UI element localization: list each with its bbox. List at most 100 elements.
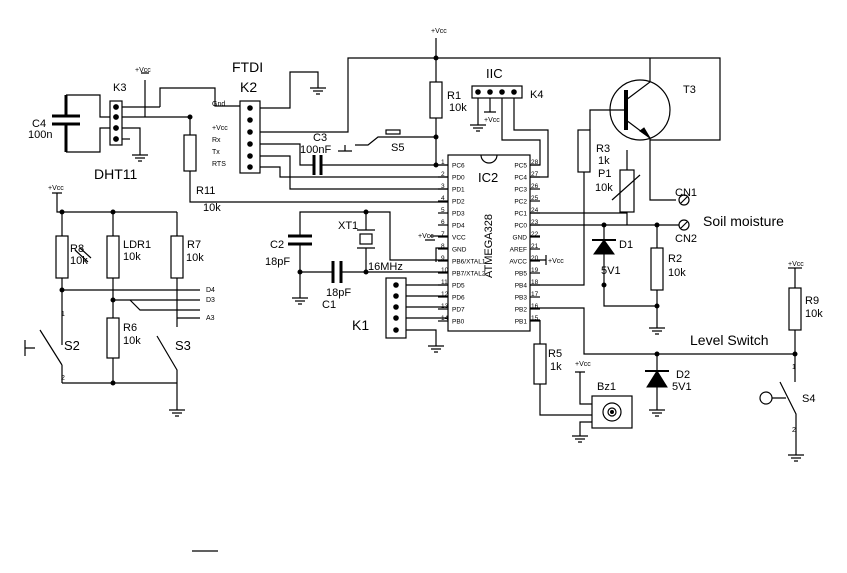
k2-pin-rts: RTS: [212, 161, 226, 168]
ic-left-pin-number: 7: [441, 231, 445, 238]
r7-resistor: [170, 235, 184, 279]
s5-switch: [338, 129, 436, 152]
ic-left-pin-name: PB7/XTAL2: [452, 271, 486, 278]
ic-left-pin-number: 5: [441, 207, 445, 214]
s4-pin1: 1: [792, 364, 796, 371]
ic-right-pin-name: AREF: [510, 247, 527, 254]
vcc-label-left: +Vcc: [48, 185, 64, 192]
r9-resistor: [788, 287, 802, 331]
ic-left-pin-name: PD2: [452, 199, 465, 206]
ic-right-pin-number: 23: [531, 219, 539, 226]
s2-label: S2: [64, 338, 80, 353]
r8-label: R8: [70, 243, 84, 255]
r2-resistor: [650, 247, 664, 291]
c3-label: C3: [313, 132, 327, 144]
ic-right-pin-number: 17: [531, 291, 539, 298]
r1-resistor: [429, 81, 443, 119]
xt1-label: XT1: [338, 220, 358, 232]
ic-left-pin-number: 11: [441, 279, 448, 286]
k2-pin-tx: Tx: [212, 149, 220, 156]
bz1-label: Bz1: [597, 381, 616, 393]
ic-right-pin-number: 21: [531, 243, 539, 250]
k1-label: K1: [352, 317, 369, 333]
ic2-atmega328: [447, 154, 531, 332]
r7-label: R7: [187, 239, 201, 251]
soil-moisture-label: Soil moisture: [703, 213, 784, 229]
vcc-label-k4: +Vcc: [484, 117, 500, 124]
s4-pin2: 2: [792, 427, 796, 434]
ic-right-pin-number: 28: [531, 159, 539, 166]
ic-left-pin-name: PB0: [452, 319, 465, 326]
ic-right-pin-name: PC3: [514, 187, 527, 194]
p1-label: P1: [598, 168, 611, 180]
ic-right-pin-number: 15: [531, 315, 539, 322]
vcc-label-bz: +Vcc: [575, 361, 591, 368]
r8-resistor: [55, 235, 69, 279]
c2-value: 18pF: [265, 256, 290, 268]
vcc-label-r1: +Vcc: [431, 28, 447, 35]
k3-label: K3: [113, 82, 126, 94]
k3-connector: [109, 100, 123, 146]
ic-left-pin-name: VCC: [452, 235, 466, 242]
s2-pin1: 1: [61, 311, 65, 318]
ic-right-pin-name: PB2: [515, 307, 528, 314]
ic-left-pin-name: GND: [452, 247, 467, 254]
c1-label: C1: [322, 299, 336, 311]
d2-zener-diode: [645, 354, 669, 410]
ic-right-pin-name: AVCC: [509, 259, 527, 266]
ic-right-pin-number: 24: [531, 207, 539, 214]
r11-label: R11: [196, 185, 215, 197]
ic-right-pin-number: 16: [531, 303, 539, 310]
ic-left-pin-number: 6: [441, 219, 445, 226]
t3-transistor: [589, 58, 676, 201]
k2-label: K2: [240, 79, 257, 95]
ic-left-pin-name: PD7: [452, 307, 465, 314]
r7-value: 10k: [186, 252, 204, 264]
cn2-label: CN2: [675, 233, 697, 245]
c1-value: 18pF: [326, 287, 351, 299]
d1-label: D1: [619, 239, 633, 251]
c4-value: 100n: [28, 129, 52, 141]
ic-left-pin-name: PD0: [452, 175, 465, 182]
a3-label: A3: [206, 315, 215, 322]
ftdi-label: FTDI: [232, 59, 263, 75]
r5-label: R5: [548, 348, 562, 360]
ic-left-pin-name: PB6/XTAL1: [452, 259, 486, 266]
k2-pin-vcc: +Vcc: [212, 125, 228, 132]
bz1-buzzer: [591, 395, 633, 429]
r8-value: 10k: [70, 255, 88, 267]
k1-connector: [385, 277, 407, 339]
iic-label: IIC: [486, 66, 503, 81]
ic-left-pin-number: 8: [441, 243, 445, 250]
r6-label: R6: [123, 322, 137, 334]
ic-right-pin-number: 27: [531, 171, 539, 178]
r6-value: 10k: [123, 335, 141, 347]
ic2-label: IC2: [478, 170, 498, 185]
cn1-terminal: [678, 194, 690, 206]
k2-pin-gnd: Gnd: [212, 101, 225, 108]
d1-value: 5V1: [601, 265, 621, 277]
ic-left-pin-name: PD1: [452, 187, 465, 194]
vcc-label-ic: +Vcc: [418, 233, 434, 240]
ic-left-pin-number: 2: [441, 171, 445, 178]
s3-label: S3: [175, 338, 191, 353]
ic-right-pin-number: 20: [531, 255, 539, 262]
s4-switch: [759, 381, 797, 455]
ic-right-pin-number: 22: [531, 231, 539, 238]
r3-value: 1k: [598, 155, 610, 167]
c4-capacitor: [52, 94, 110, 153]
s5-label: S5: [391, 142, 404, 154]
vcc-label-r9: +Vcc: [788, 261, 804, 268]
r9-value: 10k: [805, 308, 823, 320]
ic-right-pin-name: PC0: [514, 223, 527, 230]
ic-right-pin-name: PB1: [515, 319, 528, 326]
d1-zener-diode: [592, 225, 616, 285]
d3-label: D3: [206, 297, 215, 304]
r11-value: 10k: [203, 202, 221, 214]
d4-label: D4: [206, 287, 215, 294]
cn1-label: CN1: [675, 187, 697, 199]
c4-label: C4: [32, 118, 46, 130]
